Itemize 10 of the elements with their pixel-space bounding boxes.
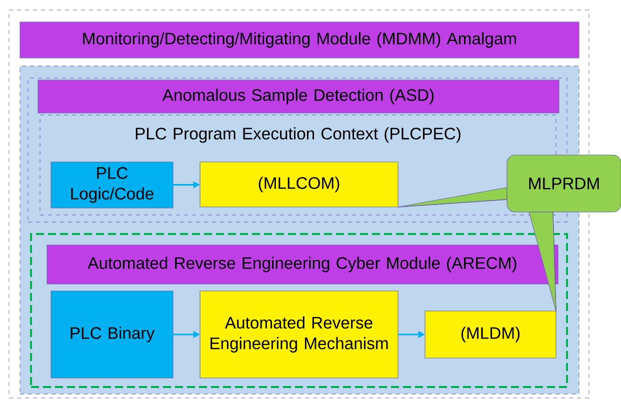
process-box: Automated Reverse Engineering Mechanism — [200, 290, 398, 378]
input-box: PLC Binary — [50, 290, 174, 378]
process-box: (MLLCOM) — [200, 162, 398, 208]
title-band: Monitoring/Detecting/Mitigating Module (MDMM) Amalgam — [20, 22, 580, 58]
module-group-frame — [30, 233, 568, 388]
heading-band: Anomalous Sample Detection (ASD) — [38, 80, 560, 114]
leader-line — [398, 199, 508, 208]
heading-band: Automated Reverse Engineering Cyber Module (ARECM) — [46, 244, 558, 284]
process-box: (MLDM) — [424, 310, 556, 358]
input-box: PLC Logic/Code — [50, 162, 174, 208]
